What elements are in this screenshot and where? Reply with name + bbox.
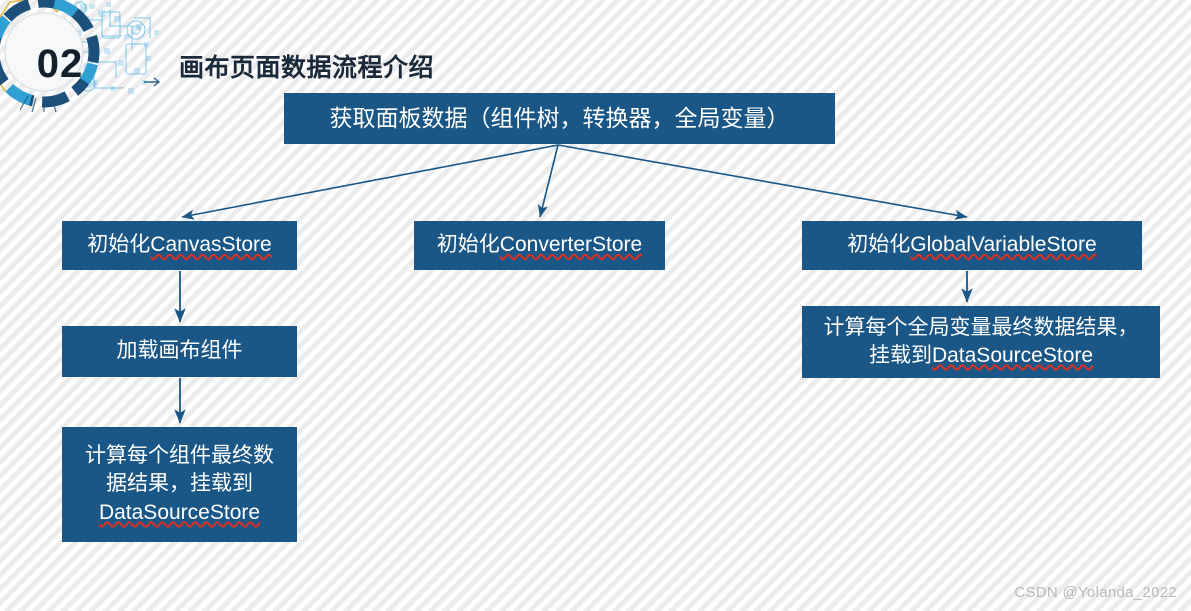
decorative-tech-graphic bbox=[0, 0, 174, 112]
code-token: ConverterStore bbox=[499, 233, 643, 257]
flow-node-global-variable-store[interactable]: 初始化GlobalVariableStore bbox=[802, 221, 1142, 270]
flow-node-canvas-store[interactable]: 初始化CanvasStore bbox=[62, 221, 297, 270]
flow-node-load-canvas-component-label: 加载画布组件 bbox=[116, 339, 243, 363]
flow-node-calc-component-result-label: 计算每个组件最终数 据结果，挂载到 DataSourceStore bbox=[85, 442, 274, 527]
code-token: GlobalVariableStore bbox=[910, 233, 1097, 257]
section-number-badge: 02 bbox=[36, 42, 84, 86]
text-line-2: 挂载到DataSourceStore bbox=[868, 344, 1094, 367]
flow-node-converter-store[interactable]: 初始化ConverterStore bbox=[414, 221, 665, 270]
code-token: DataSourceStore bbox=[931, 344, 1094, 367]
flow-node-calc-global-var-result-label: 计算每个全局变量最终数据结果， 挂载到DataSourceStore bbox=[824, 314, 1139, 371]
edge-root-to-global-variable-store bbox=[557, 144, 968, 220]
edge-root-to-converter-store bbox=[537, 144, 559, 218]
text-line-1: 计算每个组件最终数 bbox=[85, 443, 274, 467]
page-title: 画布页面数据流程介绍 bbox=[179, 54, 435, 82]
text-line-2: 据结果，挂载到 bbox=[106, 472, 253, 496]
csdn-watermark: CSDN @Yolanda_2022 bbox=[1014, 584, 1177, 601]
edge-root-to-canvas-store bbox=[181, 144, 559, 220]
flow-node-root-label: 获取面板数据（组件树，转换器，全局变量） bbox=[329, 104, 790, 131]
flow-node-canvas-store-label: 初始化CanvasStore bbox=[87, 233, 272, 257]
code-token: CanvasStore bbox=[150, 233, 272, 257]
flow-node-calc-global-var-result[interactable]: 计算每个全局变量最终数据结果， 挂载到DataSourceStore bbox=[802, 306, 1160, 378]
text-line-1: 计算每个全局变量最终数据结果， bbox=[823, 315, 1139, 339]
flow-node-calc-component-result[interactable]: 计算每个组件最终数 据结果，挂载到 DataSourceStore bbox=[62, 427, 297, 542]
code-token: DataSourceStore bbox=[98, 500, 261, 524]
flow-node-load-canvas-component[interactable]: 加载画布组件 bbox=[62, 326, 297, 377]
flow-node-converter-store-label: 初始化ConverterStore bbox=[436, 233, 643, 257]
flow-node-global-variable-store-label: 初始化GlobalVariableStore bbox=[847, 233, 1097, 257]
flow-node-root[interactable]: 获取面板数据（组件树，转换器，全局变量） bbox=[284, 93, 835, 144]
